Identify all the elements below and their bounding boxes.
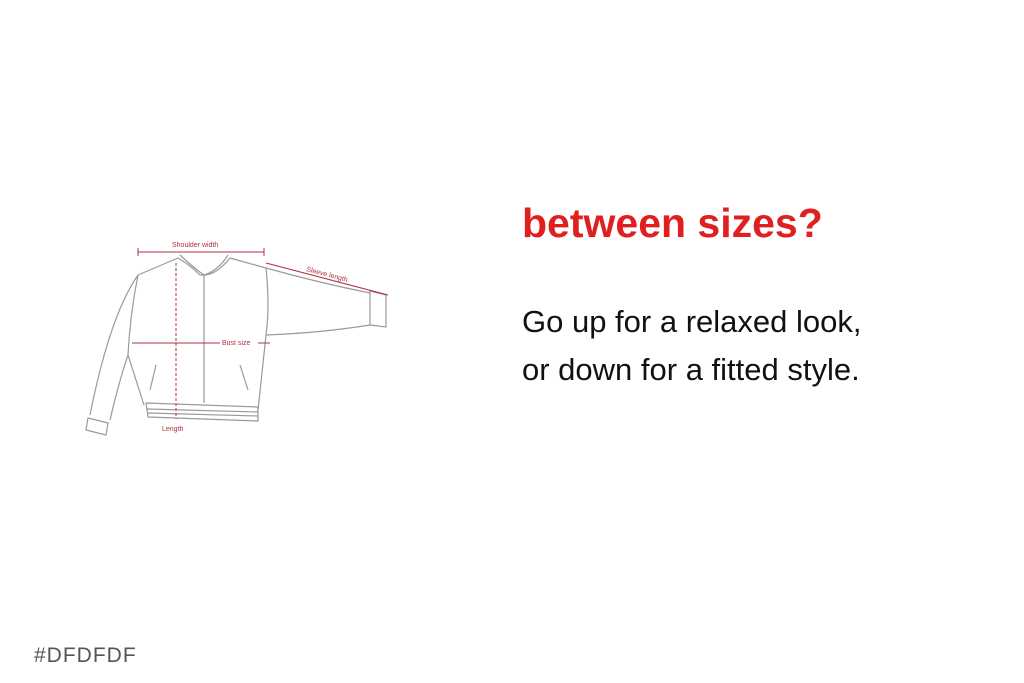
shoulder-width-label: Shoulder width <box>172 242 218 249</box>
advice-line-2: or down for a fitted style. <box>522 352 860 387</box>
heading-between-sizes: between sizes? <box>522 200 823 246</box>
bust-size-label: Bust size <box>222 340 251 347</box>
advice-line-1: Go up for a relaxed look, <box>522 304 862 339</box>
length-label: Length <box>162 426 184 433</box>
measurement-lines <box>132 248 389 419</box>
jacket-size-diagram: Shoulder width Sleeve length Bust size L… <box>85 242 389 436</box>
sizing-advice: Go up for a relaxed look, or down for a … <box>522 298 861 394</box>
jacket-outline <box>85 254 387 436</box>
color-code-label: #DFDFDF <box>34 644 137 667</box>
